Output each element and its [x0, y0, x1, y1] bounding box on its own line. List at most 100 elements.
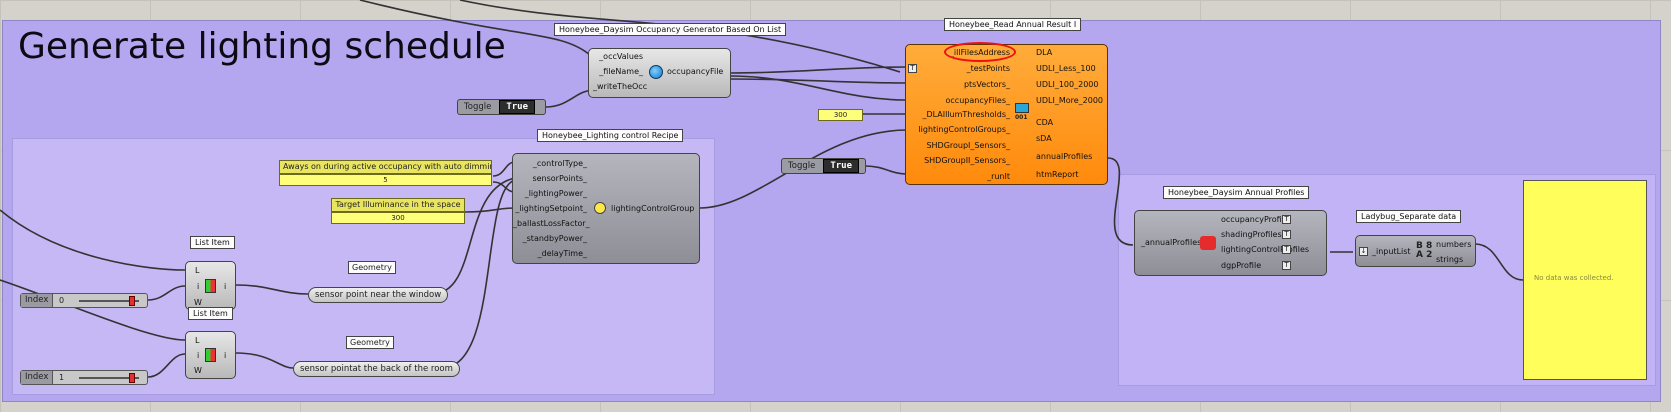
input-port[interactable]: ptsVectors_ — [963, 80, 1010, 89]
list-access-icon: T — [1282, 245, 1291, 254]
separate-data-title: Ladybug_Separate data — [1356, 210, 1462, 223]
output-port[interactable]: UDLI_More_2000 — [1036, 96, 1104, 105]
input-port[interactable]: _fileName_ — [599, 67, 643, 76]
slider-label: Index — [21, 294, 54, 307]
input-port[interactable]: _inputList — [1372, 247, 1411, 256]
geometry-param[interactable]: sensor point near the window — [308, 287, 449, 303]
output-panel-text: No data was collected. — [1534, 274, 1614, 282]
index-slider[interactable]: Index 0 — [20, 293, 148, 308]
input-port[interactable]: _testPoints — [966, 64, 1010, 73]
list-item-component[interactable]: L i W i — [185, 261, 236, 310]
toggle-value[interactable]: True — [499, 100, 536, 114]
index-slider[interactable]: Index 1 — [20, 370, 148, 385]
output-port[interactable]: DLA — [1036, 48, 1053, 57]
input-port[interactable]: occupancyFiles_ — [945, 96, 1011, 105]
output-port[interactable]: i — [224, 282, 227, 291]
output-port[interactable]: sDA — [1036, 134, 1052, 143]
slider-label: Index — [21, 371, 54, 384]
occ-gen-title: Honeybee_Daysim Occupancy Generator Base… — [554, 23, 787, 36]
highlight-circle — [944, 42, 1016, 62]
input-port[interactable]: _annualProfiles — [1141, 238, 1202, 247]
list-access-icon: T — [1282, 230, 1291, 239]
flatten-icon: ↓ — [1359, 247, 1368, 256]
input-port[interactable]: _lightingPower_ — [524, 189, 587, 198]
profiles-icon — [1200, 236, 1216, 250]
output-port[interactable]: UDLI_100_2000 — [1036, 80, 1099, 89]
input-port[interactable]: L — [195, 336, 200, 345]
read-result-icon-label: 001 — [1015, 114, 1028, 121]
input-port[interactable]: lightingControlGroups_ — [918, 125, 1010, 134]
slider-knob[interactable] — [129, 296, 135, 306]
dla-threshold-panel[interactable]: 300 — [818, 109, 863, 121]
output-port[interactable]: lightingControlGroup — [611, 204, 695, 213]
input-port[interactable]: SHDGroupI_Sensors_ — [926, 141, 1010, 150]
input-port[interactable]: _controlType_ — [532, 159, 587, 168]
list-item-icon — [205, 348, 216, 362]
output-port[interactable]: strings — [1436, 255, 1464, 264]
setpoint-value[interactable]: 300 — [331, 212, 465, 224]
toggle-write-occ[interactable]: Toggle True — [457, 99, 546, 115]
output-port[interactable]: occupancyFile — [667, 67, 724, 76]
geometry-title: Geometry — [348, 261, 396, 274]
toggle-value[interactable]: True — [823, 159, 860, 173]
input-port[interactable]: _writeTheOcc — [593, 82, 648, 91]
output-port[interactable]: i — [224, 351, 227, 360]
slider-value: 0 — [59, 296, 65, 305]
globe-icon — [649, 65, 663, 79]
annual-profiles-component[interactable]: _annualProfiles occupancyProfile shading… — [1134, 210, 1327, 276]
input-port[interactable]: i — [197, 351, 200, 360]
input-port[interactable]: _standbyPower_ — [522, 234, 587, 243]
output-port[interactable]: occupancyProfile — [1221, 215, 1289, 224]
setpoint-panel[interactable]: Target Illuminance in the space — [331, 198, 465, 212]
slider-knob[interactable] — [129, 373, 135, 383]
control-type-value[interactable]: 5 — [279, 174, 492, 186]
input-port[interactable]: _DLAIllumThresholds_ — [922, 110, 1010, 119]
output-port[interactable]: numbers — [1436, 240, 1472, 249]
list-access-icon: T — [1282, 261, 1291, 270]
occ-gen-component[interactable]: _occValues _fileName_ _writeTheOcc occup… — [588, 48, 731, 98]
geometry-param[interactable]: sensor pointat the back of the room — [293, 361, 460, 377]
list-item-component[interactable]: L i W i — [185, 331, 236, 379]
list-item-icon — [205, 279, 216, 293]
input-port[interactable]: sensorPoints_ — [532, 174, 587, 183]
group-title: Generate lighting schedule — [18, 26, 506, 67]
output-port[interactable]: UDLI_Less_100 — [1036, 64, 1096, 73]
slider-track[interactable] — [79, 300, 139, 302]
output-port[interactable]: dgpProfile — [1221, 261, 1262, 270]
input-port[interactable]: _ballastLossFactor_ — [513, 219, 590, 228]
toggle-label: Toggle — [788, 161, 816, 171]
output-port[interactable]: htmReport — [1036, 170, 1079, 179]
input-port[interactable]: _runIt — [987, 172, 1010, 181]
annual-profiles-title: Honeybee_Daysim Annual Profiles — [1163, 186, 1310, 199]
output-port[interactable]: shadingProfiles — [1221, 230, 1282, 239]
output-port[interactable]: lightingControlProfiles — [1221, 245, 1310, 254]
toggle-run-it[interactable]: Toggle True — [781, 158, 866, 174]
input-port[interactable]: _lightingSetpoint_ — [515, 204, 587, 213]
input-port[interactable]: W — [194, 298, 202, 307]
lighting-recipe-title: Honeybee_Lighting control Recipe — [537, 129, 684, 142]
list-item-title: List Item — [188, 307, 233, 320]
list-access-icon: T — [1282, 215, 1291, 224]
input-port[interactable]: i — [197, 282, 200, 291]
output-panel[interactable]: No data was collected. — [1523, 180, 1647, 380]
bulb-icon — [594, 202, 606, 214]
output-port[interactable]: annualProfiles — [1036, 152, 1093, 161]
input-port[interactable]: L — [195, 266, 200, 275]
input-port[interactable]: _occValues — [599, 52, 643, 61]
control-type-panel[interactable]: Aways on during active occupancy with au… — [279, 160, 492, 174]
slider-track[interactable] — [79, 377, 139, 379]
read-result-icon — [1015, 103, 1029, 113]
read-result-title: Honeybee_Read Annual Result I — [944, 18, 1082, 31]
input-port[interactable]: SHDGroupII_Sensors_ — [924, 156, 1010, 165]
read-result-component[interactable]: T _illFilesAddress _testPoints ptsVector… — [905, 44, 1108, 185]
slider-value: 1 — [59, 373, 65, 382]
geometry-title: Geometry — [346, 336, 394, 349]
output-port[interactable]: CDA — [1036, 118, 1054, 127]
input-port[interactable]: W — [194, 366, 202, 375]
list-item-title: List Item — [190, 236, 235, 249]
input-port[interactable]: _delayTime_ — [537, 249, 587, 258]
lighting-recipe-component[interactable]: _controlType_ sensorPoints_ _lightingPow… — [512, 153, 700, 264]
